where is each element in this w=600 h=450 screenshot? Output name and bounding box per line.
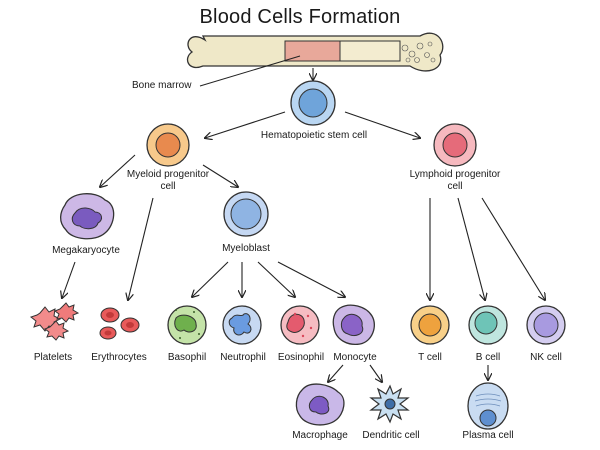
erythrocytes-cells bbox=[99, 307, 140, 340]
label-lymphoid: Lymphoid progenitor cell bbox=[409, 169, 501, 192]
arrow-myeloblast-monocyte bbox=[277, 261, 345, 297]
b-cell bbox=[468, 305, 508, 345]
t-cell bbox=[410, 305, 450, 345]
arrow-monocyte-dendritic bbox=[369, 364, 382, 382]
arrows bbox=[62, 68, 545, 382]
label-monocyte: Monocyte bbox=[333, 352, 377, 363]
megakaryocyte-cell bbox=[59, 193, 115, 240]
label-b-cell: B cell bbox=[475, 352, 501, 363]
spongy-bone-dots bbox=[401, 41, 436, 63]
hsc-cell bbox=[290, 80, 336, 126]
label-neutrophil: Neutrophil bbox=[220, 352, 266, 363]
label-platelets: Platelets bbox=[33, 352, 73, 363]
arrow-hsc-myeloid bbox=[205, 111, 286, 138]
nk-cell bbox=[526, 305, 566, 345]
label-dendritic: Dendritic cell bbox=[362, 430, 420, 441]
bone-marrow-pointer bbox=[199, 55, 301, 87]
label-t-cell: T cell bbox=[418, 352, 442, 363]
plasma-cell bbox=[467, 382, 509, 430]
dendritic-cell bbox=[369, 384, 410, 424]
label-macrophage: Macrophage bbox=[292, 430, 348, 441]
bone-spongy-region bbox=[339, 40, 401, 62]
arrow-monocyte-macrophage bbox=[328, 364, 344, 382]
arrow-hsc-lymphoid bbox=[344, 111, 420, 138]
arrow-myeloid-erythrocytes bbox=[128, 197, 154, 300]
label-myeloblast: Myeloblast bbox=[222, 243, 270, 254]
monocyte-cell bbox=[332, 304, 375, 346]
arrow-lymphoid-bcell bbox=[457, 197, 485, 300]
arrow-lymphoid-nkcell bbox=[481, 197, 545, 300]
myeloid-progenitor-cell bbox=[146, 123, 190, 167]
arrow-myeloid-myeloblast bbox=[202, 164, 238, 187]
neutrophil-cell bbox=[222, 305, 262, 345]
myeloblast-cell bbox=[223, 191, 269, 237]
label-megakaryocyte: Megakaryocyte bbox=[52, 245, 120, 256]
eosinophil-cell bbox=[280, 305, 320, 345]
bone-illustration bbox=[186, 32, 444, 72]
label-myeloid: Myeloid progenitor cell bbox=[126, 169, 210, 192]
label-hsc: Hematopoietic stem cell bbox=[260, 130, 368, 141]
label-plasma: Plasma cell bbox=[462, 430, 514, 441]
platelets-cells bbox=[29, 302, 80, 341]
label-erythrocytes: Erythrocytes bbox=[91, 352, 147, 363]
arrow-myeloblast-basophil bbox=[192, 261, 229, 297]
macrophage-cell bbox=[295, 383, 345, 426]
basophil-cell bbox=[167, 305, 207, 345]
label-basophil: Basophil bbox=[167, 352, 207, 363]
lymphoid-progenitor-cell bbox=[433, 123, 477, 167]
label-eosinophil: Eosinophil bbox=[277, 352, 325, 363]
label-nk-cell: NK cell bbox=[530, 352, 562, 363]
page-title: Blood Cells Formation bbox=[199, 6, 401, 28]
arrow-myeloid-megakaryocyte bbox=[100, 154, 136, 187]
arrow-myeloblast-eosinophil bbox=[257, 261, 295, 297]
label-bone-marrow: Bone marrow bbox=[132, 80, 192, 91]
arrow-megakaryocyte-platelets bbox=[62, 261, 76, 298]
